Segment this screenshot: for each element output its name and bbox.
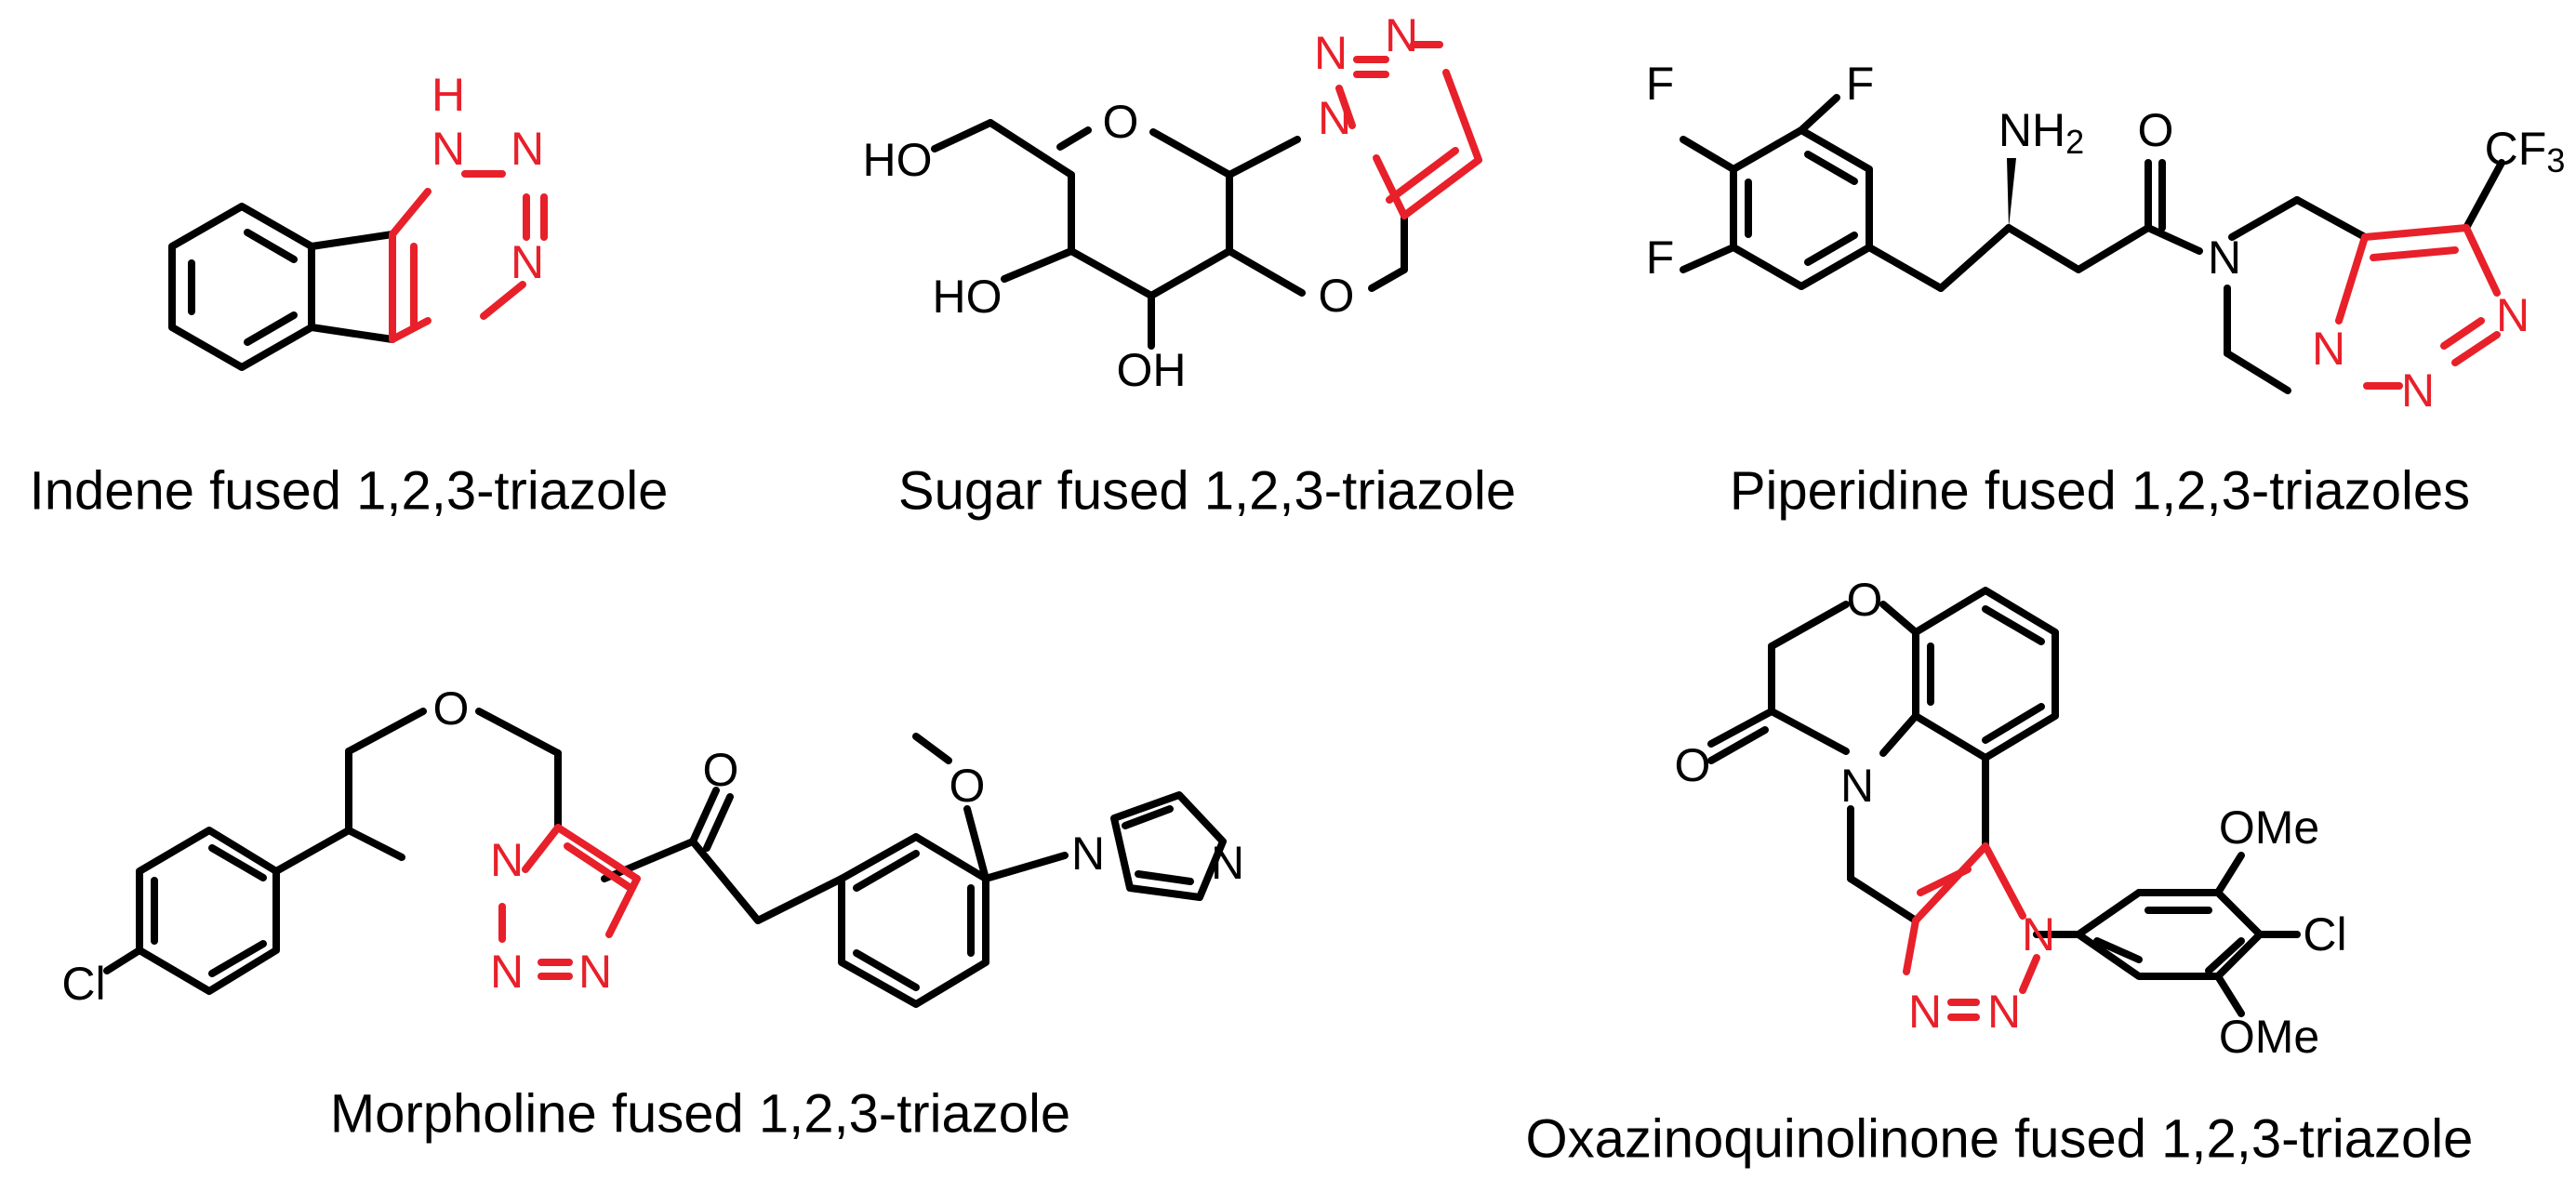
sugar-atom-ho-2: HO [933,271,1003,323]
piperidine-atom-n2: N [2401,364,2435,417]
morpholine-atom-n3: N [578,946,612,998]
piperidine-fused-triazole: F F F NH2 O N CF3 N N N [1646,58,2566,417]
indene-bonds [168,203,396,371]
sugar-atom-ho: HO [863,134,933,186]
piperidine-atom-amide-n: N [2208,232,2241,284]
oxazinoquinolinone-bonds [1707,587,2301,1017]
morpholine-bonds [103,708,1227,1008]
oxazinoquinolinone-atom-n1: N [2022,908,2055,960]
sugar-bonds [931,119,1408,350]
piperidine-atom-cf3: CF3 [2485,123,2566,179]
indene-atom-nh-h: H [432,69,465,121]
morpholine-atom-carbonyl-o: O [703,744,739,796]
caption-piperidine: Piperidine fused 1,2,3-triazoles [1730,461,2470,522]
morpholine-triazole-bonds [498,824,641,980]
caption-oxazinoquinolinone: Oxazinoquinolinone fused 1,2,3-triazole [1526,1109,2474,1170]
piperidine-bonds [1680,94,2505,394]
morpholine-atom-cl: Cl [61,958,105,1010]
oxazinoquinolinone-fused-triazole: O O N OMe Cl OMe N N N [1675,574,2347,1063]
oxazinoquinolinone-triazole-bonds [1903,842,2040,1021]
oxazinoquinolinone-atom-ring-n: N [1840,760,1874,812]
oxazinoquinolinone-atom-n2: N [1987,986,2021,1038]
sugar-atom-n1: N [1318,92,1351,144]
indene-fused-triazole: H N N N [168,69,548,371]
piperidine-atom-f3: F [1646,232,1675,284]
oxazinoquinolinone-atom-n3: N [1908,986,1942,1038]
sugar-atom-oh: OH [1117,344,1187,396]
morpholine-atom-methoxy-o: O [949,760,986,812]
piperidine-atom-carbonyl-o: O [2138,104,2174,156]
piperidine-atom-n1: N [2312,323,2345,375]
piperidine-wedge-bond [2007,158,2016,228]
sugar-atom-ring-o: O [1103,96,1139,148]
morpholine-atom-n2: N [490,946,524,998]
sugar-triazole-bonds [1335,41,1482,219]
piperidine-atom-n3: N [2496,289,2530,341]
indene-atom-n3: N [511,236,544,288]
piperidine-atom-f2: F [1846,58,1875,110]
morpholine-atom-imidazole-n1: N [1071,828,1105,880]
caption-indene: Indene fused 1,2,3-triazole [30,461,669,522]
piperidine-triazole-bonds [2335,224,2501,390]
sugar-atom-n3: N [1385,9,1418,61]
indene-atom-n1: N [432,123,465,175]
piperidine-atom-nh2: NH2 [1998,104,2084,161]
oxazinoquinolinone-atom-cl: Cl [2303,908,2346,960]
caption-morpholine: Morpholine fused 1,2,3-triazole [330,1084,1070,1145]
sugar-fused-triazole: O HO HO OH O N N N [863,9,1482,396]
morpholine-atom-ring-o: O [433,682,470,735]
indene-atom-n2: N [511,123,544,175]
sugar-atom-n2: N [1314,27,1348,79]
morpholine-atom-imidazole-n3: N [1211,837,1244,889]
morpholine-fused-triazole: Cl O O O N N N N N [61,682,1244,1010]
oxazinoquinolinone-atom-ome-top: OMe [2219,801,2319,854]
sugar-atom-bridge-o: O [1319,270,1355,322]
piperidine-atom-f1: F [1646,58,1675,110]
indene-triazole-bonds [389,170,548,343]
caption-sugar: Sugar fused 1,2,3-triazole [898,461,1516,522]
morpholine-atom-n1: N [490,834,524,886]
oxazinoquinolinone-atom-ome-bottom: OMe [2219,1011,2319,1063]
oxazinoquinolinone-atom-ring-o: O [1847,574,1883,626]
oxazinoquinolinone-atom-ketone-o: O [1675,739,1711,791]
